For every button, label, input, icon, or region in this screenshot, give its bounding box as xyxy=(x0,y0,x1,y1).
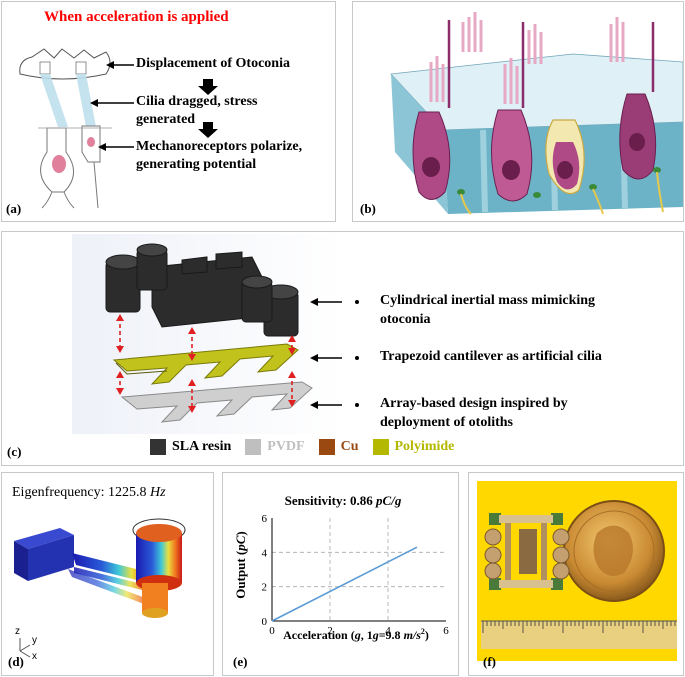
material-legend: SLA resin PVDF Cu Polyimide xyxy=(150,439,454,455)
x-tick-label: 2 xyxy=(327,625,333,637)
sensitivity-chart: Sensitivity: 0.86 pC/g Output (pC) Accel… xyxy=(223,473,459,676)
y-tick-label: 2 xyxy=(262,582,268,594)
series-line xyxy=(272,547,417,621)
panel-f: (f) xyxy=(468,472,684,676)
panel-c-label: (c) xyxy=(7,444,21,460)
panel-f-label: (f) xyxy=(483,654,496,670)
bullet-inertial-mass-line1: Cylindrical inertial mass mimicking xyxy=(380,293,595,309)
panel-d: Eigenfrequency: 1225.8 Hz xyxy=(1,472,214,676)
panel-a: When acceleration is applied Displacemen… xyxy=(1,1,336,222)
panel-b: (b) xyxy=(352,1,684,222)
y-tick-label: 6 xyxy=(262,513,268,525)
step-polarize-text-line2: generating potential xyxy=(136,157,256,173)
device-photo xyxy=(469,473,684,676)
legend-label-pvdf: PVDF xyxy=(267,439,304,455)
step-polarize-text-line1: Mechanoreceptors polarize, xyxy=(136,139,302,155)
panel-d-label: (d) xyxy=(8,654,24,670)
axis-x-label: x xyxy=(32,651,37,662)
hair-cell-illustration xyxy=(353,2,684,222)
panel-c: Cylindrical inertial mass mimicking otoc… xyxy=(1,231,684,466)
bullet-inertial-mass-line2: otoconia xyxy=(380,312,431,328)
bullet-array-line2: deployment of otoliths xyxy=(380,415,513,431)
chart-xlabel: Acceleration (g, 1g=9.8 m/s2) xyxy=(283,627,429,642)
x-tick-label: 0 xyxy=(269,625,275,637)
bullet-cantilever: Trapezoid cantilever as artificial cilia xyxy=(380,349,602,365)
legend-label-sla: SLA resin xyxy=(172,439,231,455)
y-tick-label: 4 xyxy=(262,547,268,559)
legend-swatch-polyimide xyxy=(373,439,389,455)
axis-z-label: z xyxy=(15,626,20,637)
legend-swatch-sla xyxy=(150,439,166,455)
step-cilia-text-line1: Cilia dragged, stress xyxy=(136,94,257,110)
panel-b-label: (b) xyxy=(360,201,376,217)
step-displacement-text: Displacement of Otoconia xyxy=(136,56,290,72)
panel-e-label: (e) xyxy=(233,654,247,670)
y-tick-label: 0 xyxy=(262,616,268,628)
legend-label-cu: Cu xyxy=(341,439,359,455)
chart-ylabel: Output (pC) xyxy=(233,531,248,599)
x-tick-label: 6 xyxy=(443,625,449,637)
step-cilia-text-line2: generated xyxy=(136,112,195,128)
panel-e: Sensitivity: 0.86 pC/g Output (pC) Accel… xyxy=(222,472,459,676)
chart-title: Sensitivity: 0.86 pC/g xyxy=(285,493,402,508)
bullet-array-line1: Array-based design inspired by xyxy=(380,396,568,412)
legend-label-polyimide: Polyimide xyxy=(395,439,455,455)
legend-swatch-cu xyxy=(319,439,335,455)
legend-swatch-pvdf xyxy=(245,439,261,455)
x-tick-label: 4 xyxy=(385,625,391,637)
axis-y-label: y xyxy=(32,635,37,646)
panel-a-label: (a) xyxy=(6,201,21,217)
